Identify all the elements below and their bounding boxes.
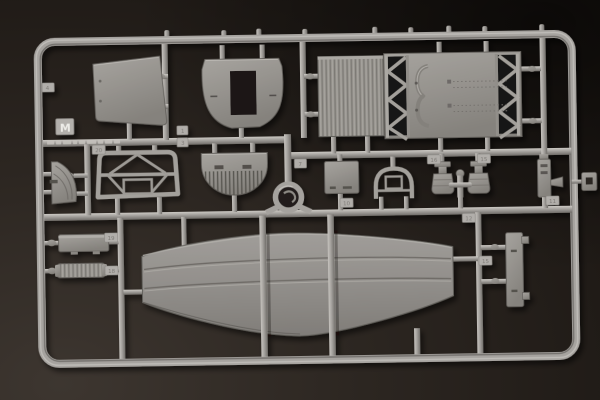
part-machine-gun <box>536 154 564 207</box>
part-truss-floor-panel <box>383 41 542 152</box>
runner-over-wing <box>259 214 340 357</box>
part-panel-trapezoid <box>92 55 169 140</box>
sprue-outer-frame <box>33 29 581 368</box>
part-number-tags: 4 1 3 20 7 10 16 15 11 12 19 18 15 <box>41 82 560 276</box>
injection-gate-ring <box>265 181 313 216</box>
part-number-tag: 12 <box>461 212 476 223</box>
sprue-letter-plate: M <box>55 118 75 136</box>
part-number-tag: 15 <box>478 255 493 266</box>
part-radiator-comb <box>200 142 268 213</box>
svg-text:4: 4 <box>46 86 50 92</box>
svg-text:12: 12 <box>465 216 472 222</box>
svg-text:15: 15 <box>480 157 488 163</box>
part-number-tag: 10 <box>339 197 354 208</box>
part-number-tag: 20 <box>91 144 106 155</box>
part-canopy-frame <box>95 145 181 215</box>
embossed-marking-illegible <box>47 139 121 145</box>
svg-text:7: 7 <box>298 162 302 168</box>
part-number-tag: 3 <box>176 137 189 148</box>
part-control-column <box>448 169 472 209</box>
svg-text:15: 15 <box>482 259 490 265</box>
part-number-tag: 4 <box>41 82 55 93</box>
svg-text:11: 11 <box>549 199 556 205</box>
part-number-tag: 15 <box>477 153 491 164</box>
part-number-tag: 19 <box>104 232 118 243</box>
svg-text:20: 20 <box>95 148 103 154</box>
part-side-rail <box>480 232 530 308</box>
part-corrugated-panel <box>304 55 385 154</box>
part-windscreen-arch <box>373 156 415 210</box>
part-number-tag: 18 <box>104 265 119 276</box>
svg-text:19: 19 <box>108 236 116 242</box>
svg-text:16: 16 <box>430 158 438 164</box>
sprue-frame-assembly: M <box>33 24 598 368</box>
part-outer-bracket <box>571 171 598 191</box>
part-number-tag: 7 <box>294 158 307 169</box>
svg-text:3: 3 <box>181 141 185 147</box>
part-number-tag: 16 <box>427 154 441 165</box>
part-fan-quadrant <box>43 161 88 205</box>
part-number-tag: 11 <box>545 195 560 206</box>
part-cowl-u-panel <box>201 44 284 138</box>
part-wing-lower <box>123 232 478 337</box>
part-number-tag: 1 <box>176 125 189 136</box>
svg-text:18: 18 <box>108 269 116 275</box>
svg-text:1: 1 <box>181 129 185 135</box>
svg-text:10: 10 <box>343 201 351 207</box>
sprue-letter: M <box>60 122 71 135</box>
